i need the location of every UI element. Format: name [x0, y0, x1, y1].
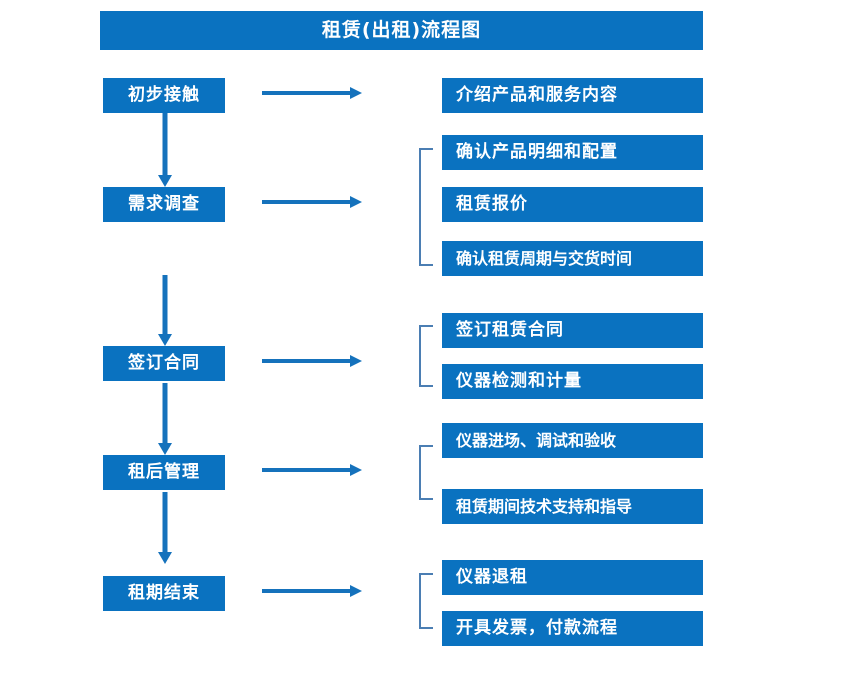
detail-box-5-1[interactable]: 仪器退租 — [442, 560, 703, 595]
arrow-to-details-5 — [262, 585, 362, 597]
detail-box-4-1[interactable]: 仪器进场、调试和验收 — [442, 423, 703, 458]
arrow-to-details-1 — [262, 87, 362, 99]
arrow-to-details-3 — [262, 355, 362, 367]
stage-box-4[interactable]: 租后管理 — [103, 455, 225, 490]
detail-box-3-1[interactable]: 签订租赁合同 — [442, 313, 703, 348]
group-bracket-5 — [419, 573, 433, 629]
flow-connector-4 — [158, 492, 172, 564]
stage-box-2[interactable]: 需求调查 — [103, 187, 225, 222]
detail-box-1-1[interactable]: 介绍产品和服务内容 — [442, 78, 703, 113]
detail-box-2-1[interactable]: 确认产品明细和配置 — [442, 135, 703, 170]
flowchart-title: 租赁(出租)流程图 — [100, 11, 703, 50]
detail-box-2-2[interactable]: 租赁报价 — [442, 187, 703, 222]
detail-box-3-2[interactable]: 仪器检测和计量 — [442, 364, 703, 399]
detail-box-5-2[interactable]: 开具发票，付款流程 — [442, 611, 703, 646]
stage-box-1[interactable]: 初步接触 — [103, 78, 225, 113]
group-bracket-2 — [419, 148, 433, 266]
flow-connector-1 — [158, 113, 172, 187]
flow-connector-3 — [158, 383, 172, 455]
detail-box-4-2[interactable]: 租赁期间技术支持和指导 — [442, 489, 703, 524]
flow-connector-2 — [158, 275, 172, 346]
group-bracket-4 — [419, 445, 433, 500]
group-bracket-3 — [419, 325, 433, 387]
arrow-to-details-2 — [262, 196, 362, 208]
detail-box-2-3[interactable]: 确认租赁周期与交货时间 — [442, 241, 703, 276]
arrow-to-details-4 — [262, 464, 362, 476]
stage-box-3[interactable]: 签订合同 — [103, 346, 225, 381]
stage-box-5[interactable]: 租期结束 — [103, 576, 225, 611]
